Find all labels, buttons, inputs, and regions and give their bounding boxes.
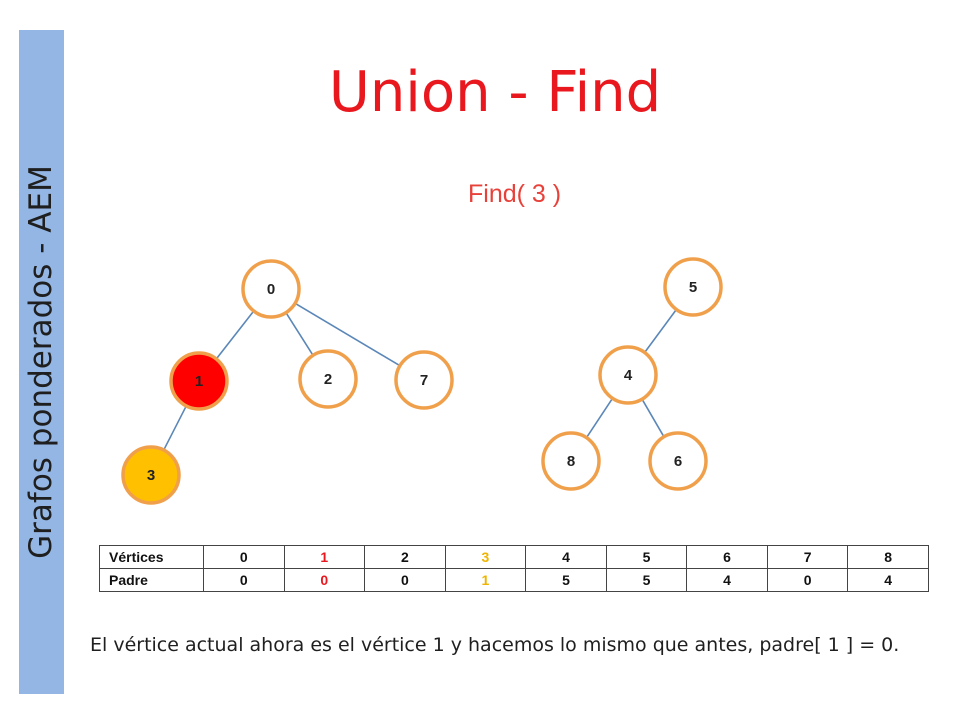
node-label: 7 [420,372,428,389]
node-label: 6 [674,453,682,470]
table-cell: 1 [444,568,527,592]
edge-4-8 [585,397,614,439]
node-circle [598,345,658,405]
edge-1-3 [163,405,187,451]
slide-title: Union - Find [328,60,662,125]
nodes: 0 1 2 7 3 5 4 8 6 [121,257,723,505]
node-label: 4 [624,367,633,384]
table-cell: 2 [364,545,446,569]
node-8: 8 [541,431,601,491]
node-label: 5 [689,279,697,296]
table-cell: 1 [283,545,366,569]
table-cell: 0 [203,545,285,569]
table-cell: 5 [525,568,607,592]
node-7: 7 [394,350,454,410]
row-header: Vértices [99,545,204,569]
edges [163,302,678,451]
edge-0-2 [285,312,314,356]
table-cell: 0 [364,568,446,592]
node-6: 6 [648,431,708,491]
table-cell: 5 [605,568,688,592]
slide-caption: El vértice actual ahora es el vértice 1 … [90,634,900,656]
node-circle [169,351,229,411]
table-cell: 4 [525,545,607,569]
node-label: 0 [267,281,275,298]
table-cell: 4 [847,568,929,592]
node-5: 5 [663,257,723,317]
sidebar-band [19,30,64,694]
node-2: 2 [298,349,358,409]
table-cell: 6 [686,545,768,569]
edge-4-6 [641,398,665,438]
table-cell: 0 [203,568,285,592]
find-label: Find( 3 ) [468,180,562,208]
table-cell: 3 [444,545,527,569]
node-circle [241,259,301,319]
node-label: 1 [195,373,203,390]
edge-0-7 [294,302,401,367]
table-cell: 7 [766,545,849,569]
node-circle [394,350,454,410]
node-circle [121,445,181,505]
node-label: 2 [324,371,332,388]
node-1: 1 [169,351,229,411]
row-header: Padre [99,568,204,592]
table-cell: 0 [766,568,849,592]
node-circle [648,431,708,491]
table-cell: 0 [283,568,366,592]
table-cell: 8 [847,545,929,569]
node-circle [298,349,358,409]
node-3: 3 [121,445,181,505]
edge-0-1 [215,310,255,360]
node-4: 4 [598,345,658,405]
node-0: 0 [241,259,301,319]
node-label: 8 [567,453,575,470]
table-cell: 4 [686,568,768,592]
node-circle [663,257,723,317]
node-label: 3 [147,467,155,484]
edge-5-4 [643,309,678,353]
node-circle [541,431,601,491]
table-cell: 5 [605,545,688,569]
